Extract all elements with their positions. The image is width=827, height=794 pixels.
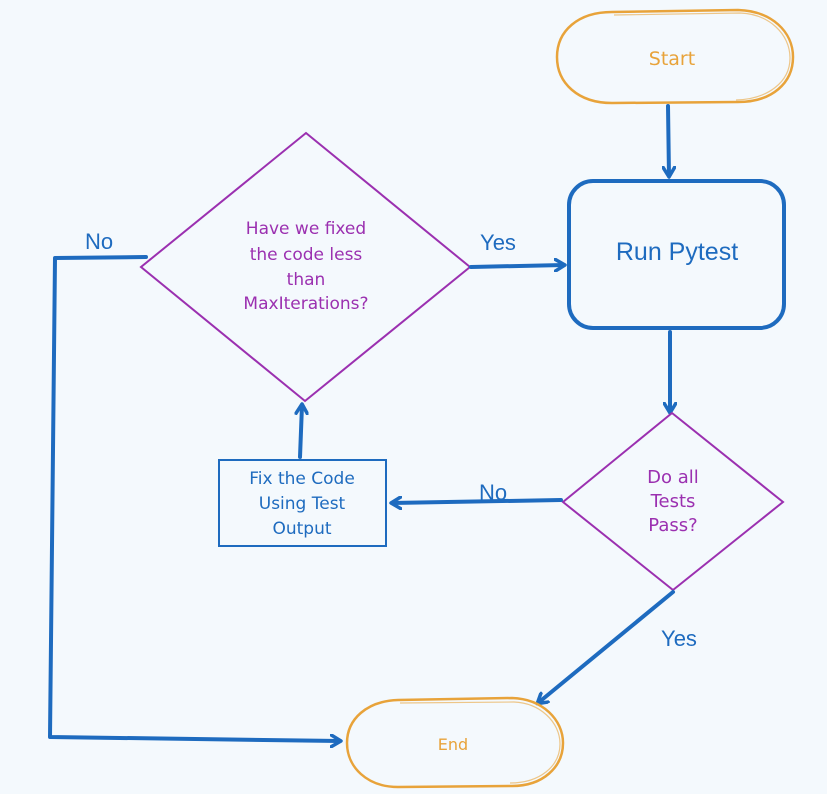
- tests-pass-line-3: Pass?: [648, 515, 697, 536]
- arrow-tests-to-fix: [392, 500, 563, 503]
- arrow-iter-to-run: [469, 265, 564, 267]
- fix-code-line-3: Output: [272, 519, 331, 539]
- tests-no-label: No: [479, 480, 507, 505]
- fix-code-line-2: Using Test: [259, 494, 346, 514]
- iter-yes-label: Yes: [480, 230, 516, 255]
- max-iterations-node: Have we fixed the code less than MaxIter…: [139, 131, 472, 403]
- tests-pass-line-2: Tests: [650, 491, 696, 512]
- arrow-iter-to-end: [48, 255, 340, 741]
- run-pytest-label: Run Pytest: [616, 238, 738, 266]
- max-iter-line-3: than: [287, 270, 326, 290]
- end-label: End: [438, 735, 468, 754]
- fix-code-line-1: Fix the Code: [249, 469, 355, 489]
- max-iter-line-4: MaxIterations?: [243, 294, 368, 314]
- tests-pass-node: Do all Tests Pass?: [561, 411, 785, 592]
- arrow-tests-to-end: [538, 590, 675, 703]
- tests-pass-line-1: Do all: [647, 467, 699, 488]
- end-node: End: [345, 696, 565, 789]
- arrow-fix-to-iter: [300, 405, 302, 459]
- tests-yes-label: Yes: [661, 626, 697, 651]
- arrow-start-to-run: [668, 104, 669, 176]
- iter-no-label: No: [85, 229, 113, 254]
- start-label: Start: [649, 48, 695, 70]
- run-pytest-node: Run Pytest: [567, 179, 786, 330]
- max-iter-line-1: Have we fixed: [246, 219, 366, 239]
- start-node: Start: [555, 8, 795, 105]
- fix-code-node: Fix the Code Using Test Output: [218, 459, 387, 547]
- max-iter-line-2: the code less: [250, 245, 363, 265]
